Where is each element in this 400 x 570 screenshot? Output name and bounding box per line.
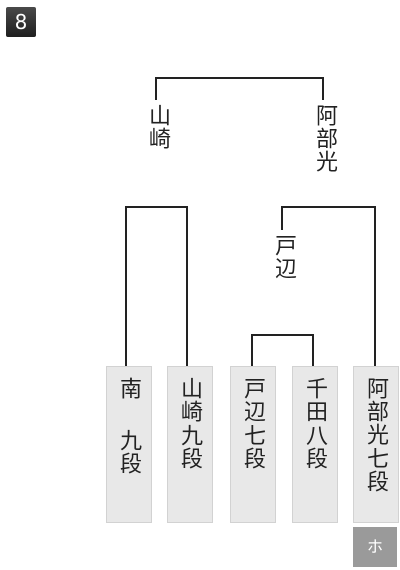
player-card-yamasaki: 山崎 九段 bbox=[167, 366, 213, 523]
final-right-name: 阿部光 bbox=[312, 104, 337, 173]
match-number-badge: 8 bbox=[6, 7, 36, 37]
semifinal-winner-name: 戸辺 bbox=[271, 234, 296, 280]
player-rank: 九段 bbox=[177, 424, 202, 470]
player-rank: 七段 bbox=[363, 447, 388, 493]
semifinal-bracket-line bbox=[281, 206, 376, 366]
player-name: 阿部光 bbox=[363, 377, 388, 446]
player-name: 山崎 bbox=[177, 377, 202, 423]
player-card-chida: 千田 八段 bbox=[292, 366, 338, 523]
player-card-tobe: 戸辺 七段 bbox=[230, 366, 276, 523]
player-name: 南 bbox=[116, 377, 141, 400]
player-card-minami: 南 九段 bbox=[106, 366, 152, 523]
player-rank: 九段 bbox=[116, 429, 141, 475]
final-bracket-line bbox=[155, 77, 324, 100]
seed-tag: ホ bbox=[353, 527, 397, 567]
player-card-abe-hikaru: 阿部光 七段 bbox=[353, 366, 399, 523]
player-name: 千田 bbox=[302, 377, 327, 423]
final-left-name: 山崎 bbox=[145, 104, 170, 150]
player-name: 戸辺 bbox=[240, 377, 265, 423]
left-bracket-line bbox=[125, 206, 188, 366]
player-rank: 七段 bbox=[240, 424, 265, 470]
player-rank: 八段 bbox=[302, 424, 327, 470]
first-round-bracket-line bbox=[251, 334, 314, 366]
